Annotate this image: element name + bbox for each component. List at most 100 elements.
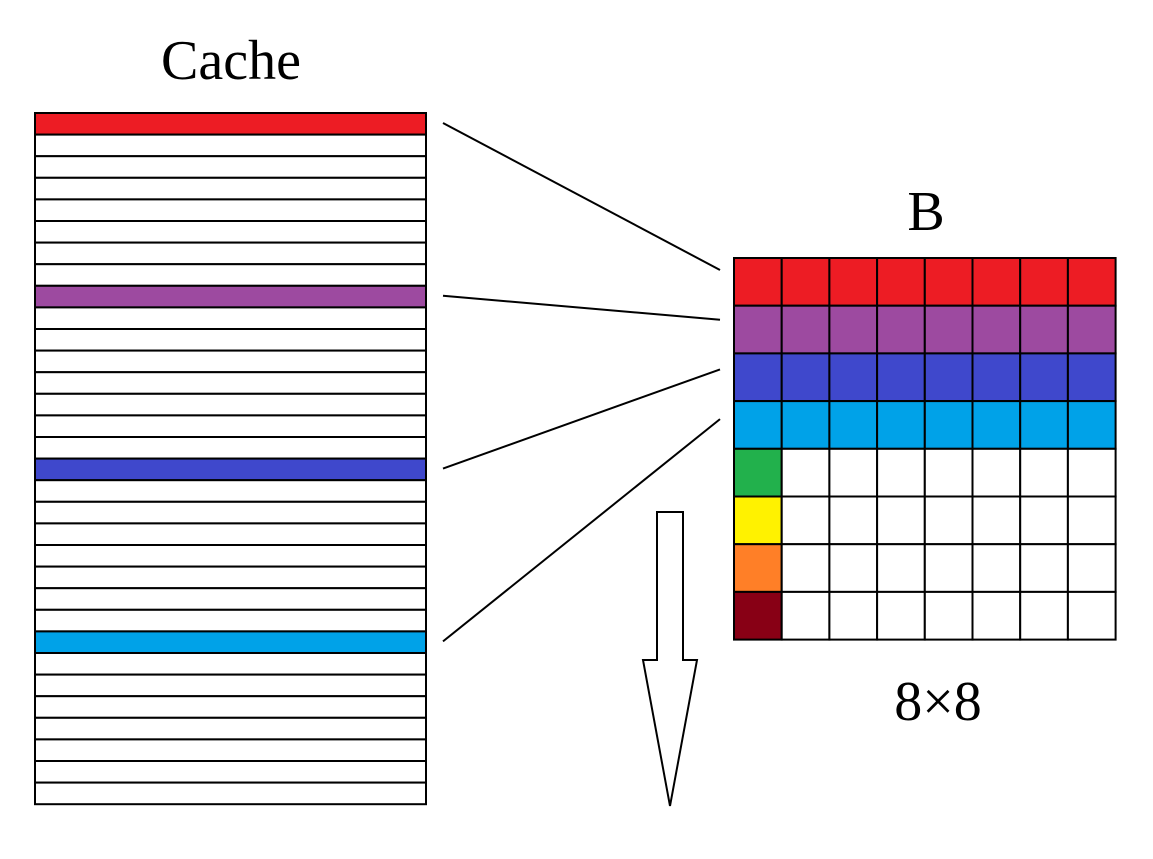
matrix-cell <box>876 304 926 355</box>
cache-line-highlighted <box>34 284 427 309</box>
matrix-cell <box>733 447 783 498</box>
matrix-cell <box>1019 495 1069 546</box>
matrix-cell <box>1066 400 1117 450</box>
matrix-cell <box>923 352 974 403</box>
connector-line <box>442 418 721 643</box>
matrix-cell <box>876 495 926 546</box>
matrix-cell <box>1019 543 1069 593</box>
matrix-cell <box>733 495 783 546</box>
cache-line <box>34 176 427 201</box>
matrix-cell <box>923 495 974 546</box>
matrix-cell <box>1019 257 1069 307</box>
cache-line <box>34 479 427 503</box>
cache-line <box>34 414 427 438</box>
cache-line <box>34 220 427 244</box>
matrix-cell <box>733 257 783 307</box>
cache-line-highlighted <box>34 457 427 482</box>
matrix-cell <box>971 447 1022 498</box>
cache-line <box>34 241 427 266</box>
matrix-cell <box>876 543 926 593</box>
cache-line <box>34 652 427 676</box>
matrix-cell <box>1066 352 1117 403</box>
matrix-cell <box>828 447 879 498</box>
matrix-cell <box>1066 447 1117 498</box>
cache-line <box>34 349 427 374</box>
matrix-cell <box>828 543 879 593</box>
matrix-cell <box>971 352 1022 403</box>
down-arrow-icon <box>641 511 699 807</box>
matrix-size-label: 8×8 <box>894 671 982 733</box>
matrix-cell <box>1019 304 1069 355</box>
cache-block <box>34 112 427 806</box>
matrix-cell <box>733 352 783 403</box>
matrix-cell <box>780 495 831 546</box>
matrix-cell <box>971 257 1022 307</box>
matrix-cell <box>828 400 879 450</box>
cache-line-highlighted <box>34 630 427 655</box>
cache-line <box>34 781 427 806</box>
matrix-cell <box>971 590 1022 641</box>
matrix-cell <box>923 447 974 498</box>
matrix-cell <box>923 304 974 355</box>
matrix-cell <box>971 304 1022 355</box>
matrix-cell <box>828 352 879 403</box>
matrix-cell <box>971 495 1022 546</box>
cache-line <box>34 133 427 158</box>
matrix-cell <box>733 400 783 450</box>
matrix-cell <box>1019 352 1069 403</box>
matrix-cell <box>1066 543 1117 593</box>
connector-line <box>442 368 721 470</box>
matrix-cell <box>876 590 926 641</box>
matrix-cell <box>971 400 1022 450</box>
matrix-b <box>733 257 1117 641</box>
matrix-cell <box>733 590 783 641</box>
cache-line <box>34 436 427 460</box>
cache-line <box>34 587 427 611</box>
cache-line <box>34 371 427 395</box>
matrix-cell <box>923 257 974 307</box>
matrix-cell <box>876 352 926 403</box>
matrix-cell <box>876 257 926 307</box>
cache-line <box>34 306 427 330</box>
matrix-cell <box>733 543 783 593</box>
matrix-cell <box>780 352 831 403</box>
cache-line <box>34 263 427 287</box>
matrix-cell <box>780 257 831 307</box>
matrix-cell <box>780 304 831 355</box>
matrix-cell <box>780 590 831 641</box>
cache-line <box>34 695 427 719</box>
cache-line <box>34 198 427 222</box>
matrix-cell <box>923 543 974 593</box>
matrix-title: B <box>907 181 944 243</box>
matrix-cell <box>1066 590 1117 641</box>
matrix-cell <box>828 257 879 307</box>
cache-line-highlighted <box>34 112 427 136</box>
cache-line <box>34 738 427 763</box>
connector-line <box>442 122 721 271</box>
cache-line <box>34 500 427 525</box>
cache-line <box>34 544 427 568</box>
cache-line <box>34 565 427 590</box>
matrix-cell <box>1066 304 1117 355</box>
matrix-cell <box>780 400 831 450</box>
matrix-cell <box>780 543 831 593</box>
matrix-cell <box>923 590 974 641</box>
cache-title: Cache <box>161 30 301 92</box>
matrix-cell <box>1066 257 1117 307</box>
matrix-cell <box>828 304 879 355</box>
matrix-cell <box>1019 590 1069 641</box>
cache-line <box>34 522 427 547</box>
matrix-cell <box>876 400 926 450</box>
matrix-cell <box>1019 400 1069 450</box>
cache-line <box>34 673 427 698</box>
matrix-cell <box>923 400 974 450</box>
matrix-cell <box>828 590 879 641</box>
cache-line <box>34 155 427 179</box>
cache-line <box>34 608 427 633</box>
matrix-cell <box>733 304 783 355</box>
matrix-cell <box>971 543 1022 593</box>
matrix-cell <box>828 495 879 546</box>
matrix-cell <box>1066 495 1117 546</box>
cache-line <box>34 760 427 784</box>
